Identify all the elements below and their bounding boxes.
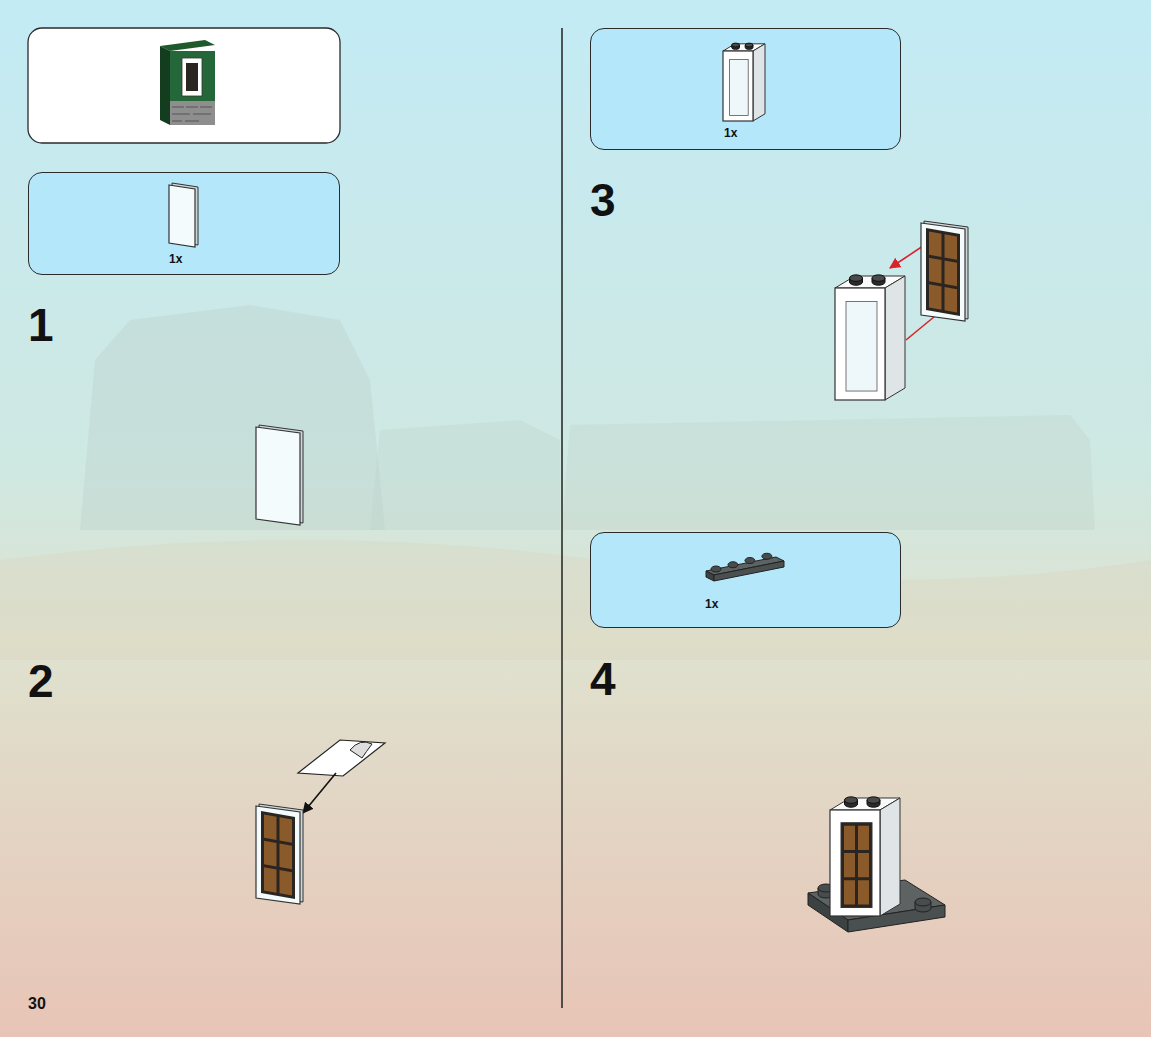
part-callout-box: 1x	[590, 28, 901, 150]
part-callout-box: 1x	[28, 172, 340, 275]
page-number: 30	[28, 996, 46, 1012]
part-quantity: 1x	[724, 126, 737, 140]
step-number: 4	[590, 656, 616, 702]
part-callout-box: 1x	[590, 532, 901, 628]
step-number: 2	[28, 658, 54, 704]
part-picture	[29, 173, 341, 276]
part-quantity: 1x	[169, 252, 182, 266]
step-number: 3	[590, 177, 616, 223]
part-quantity: 1x	[705, 597, 718, 611]
part-picture	[591, 29, 902, 151]
step-number: 1	[28, 302, 54, 348]
part-picture	[591, 533, 902, 629]
